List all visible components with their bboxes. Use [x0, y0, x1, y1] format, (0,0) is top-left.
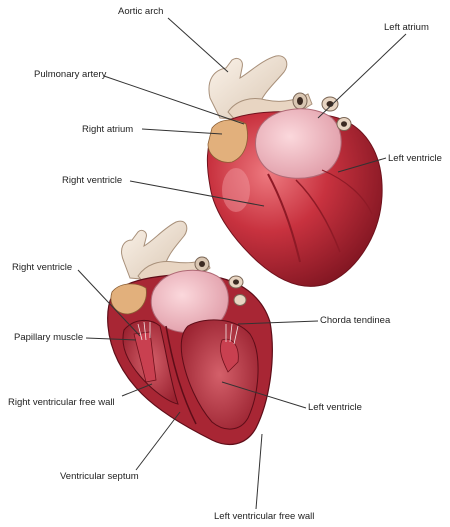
label-ventricular-septum: Ventricular septum: [60, 471, 139, 482]
bottom-right-atrium: [110, 283, 147, 315]
label-right-ventricle-top: Right ventricle: [62, 175, 123, 186]
leader-lines: [77, 17, 407, 510]
leader-right-atrium: [141, 128, 223, 135]
vein-opening: [341, 121, 347, 127]
label-right-ventricular-free-wall: Right ventricular free wall: [8, 397, 115, 408]
leader-right-ventricular-free-wall: [121, 383, 153, 397]
surface-highlight: [222, 168, 250, 212]
label-left-ventricle-top: Left ventricle: [388, 153, 442, 164]
leader-right-ventricle-top: [129, 180, 265, 207]
right-atrium-shape: [207, 119, 248, 163]
label-right-atrium: Right atrium: [82, 124, 134, 135]
label-aortic-arch: Aortic arch: [118, 6, 164, 17]
label-papillary-muscle: Papillary muscle: [14, 332, 84, 343]
left-atrium-shape: [255, 108, 342, 179]
bottom-heart: [107, 220, 273, 446]
label-left-ventricular-free-wall: Left ventricular free wall: [214, 511, 315, 522]
label-left-atrium: Left atrium: [384, 22, 429, 33]
coronary-vessel: [295, 179, 341, 253]
label-left-ventricle-bottom: Left ventricle: [308, 402, 362, 413]
label-chorda-tendinea: Chorda tendinea: [320, 315, 391, 326]
top-heart: [206, 55, 383, 287]
coronary-vessel: [321, 169, 373, 215]
leader-ventricular-septum: [135, 411, 181, 471]
papillary-muscle-shape: [133, 331, 157, 383]
leader-right-ventricle-bottom: [77, 269, 141, 337]
left-ventricle-cavity: [180, 319, 259, 430]
leader-left-ventricle-bottom: [221, 381, 307, 409]
septum-ridge: [165, 325, 197, 425]
bottom-aorta-vessel: [121, 220, 188, 281]
leader-pulmonary-artery: [103, 75, 245, 125]
vessel-opening: [199, 261, 205, 267]
vein-opening: [233, 294, 247, 306]
leader-left-ventricular-free-wall: [255, 433, 263, 510]
vein-opening: [233, 279, 239, 285]
leader-left-atrium: [317, 33, 407, 119]
chordae-lines: [137, 321, 239, 345]
vessel-opening: [297, 97, 303, 105]
aortic-arch-vessel: [208, 55, 288, 121]
label-right-ventricle-bottom: Right ventricle: [12, 262, 73, 273]
leader-aortic-arch: [167, 17, 229, 73]
leader-left-ventricle-top: [337, 157, 387, 173]
label-pulmonary-artery: Pulmonary artery: [34, 69, 107, 80]
coronary-vessel: [267, 173, 301, 263]
leader-papillary-muscle: [85, 337, 137, 341]
leader-chorda-tendinea: [237, 320, 319, 325]
